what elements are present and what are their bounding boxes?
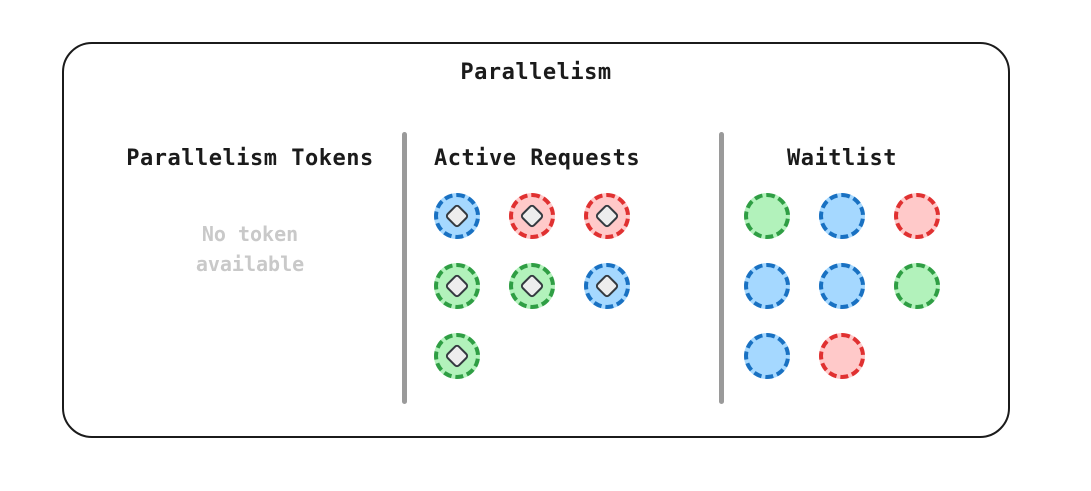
section-divider (719, 132, 724, 404)
waitlist-token (819, 193, 865, 239)
section-divider (402, 132, 407, 404)
active-requests-heading: Active Requests (434, 146, 641, 171)
waitlist-token (819, 333, 865, 379)
no-token-available-text: No token available (195, 222, 305, 276)
waitlist-grid (744, 193, 940, 379)
active-requests-grid (434, 193, 630, 379)
section-waitlist: Waitlist (724, 132, 1008, 379)
active-request-token (509, 263, 555, 309)
tokens-heading: Parallelism Tokens (126, 146, 374, 171)
active-request-token (434, 263, 480, 309)
waitlist-token (819, 263, 865, 309)
active-request-token (434, 333, 480, 379)
waitlist-token (894, 193, 940, 239)
waitlist-token (894, 263, 940, 309)
waitlist-heading: Waitlist (787, 146, 897, 171)
diagram-title: Parallelism (460, 60, 612, 85)
section-active-requests: Active Requests (407, 132, 719, 379)
waitlist-token (744, 333, 790, 379)
waitlist-token (744, 193, 790, 239)
active-request-token (509, 193, 555, 239)
diagram-columns: Parallelism Tokens No token available Ac… (64, 132, 1008, 436)
waitlist-token (744, 263, 790, 309)
active-request-token (584, 263, 630, 309)
active-request-token (434, 193, 480, 239)
parallelism-frame: Parallelism Parallelism Tokens No token … (62, 42, 1010, 438)
section-parallelism-tokens: Parallelism Tokens No token available (64, 132, 402, 279)
active-request-token (584, 193, 630, 239)
